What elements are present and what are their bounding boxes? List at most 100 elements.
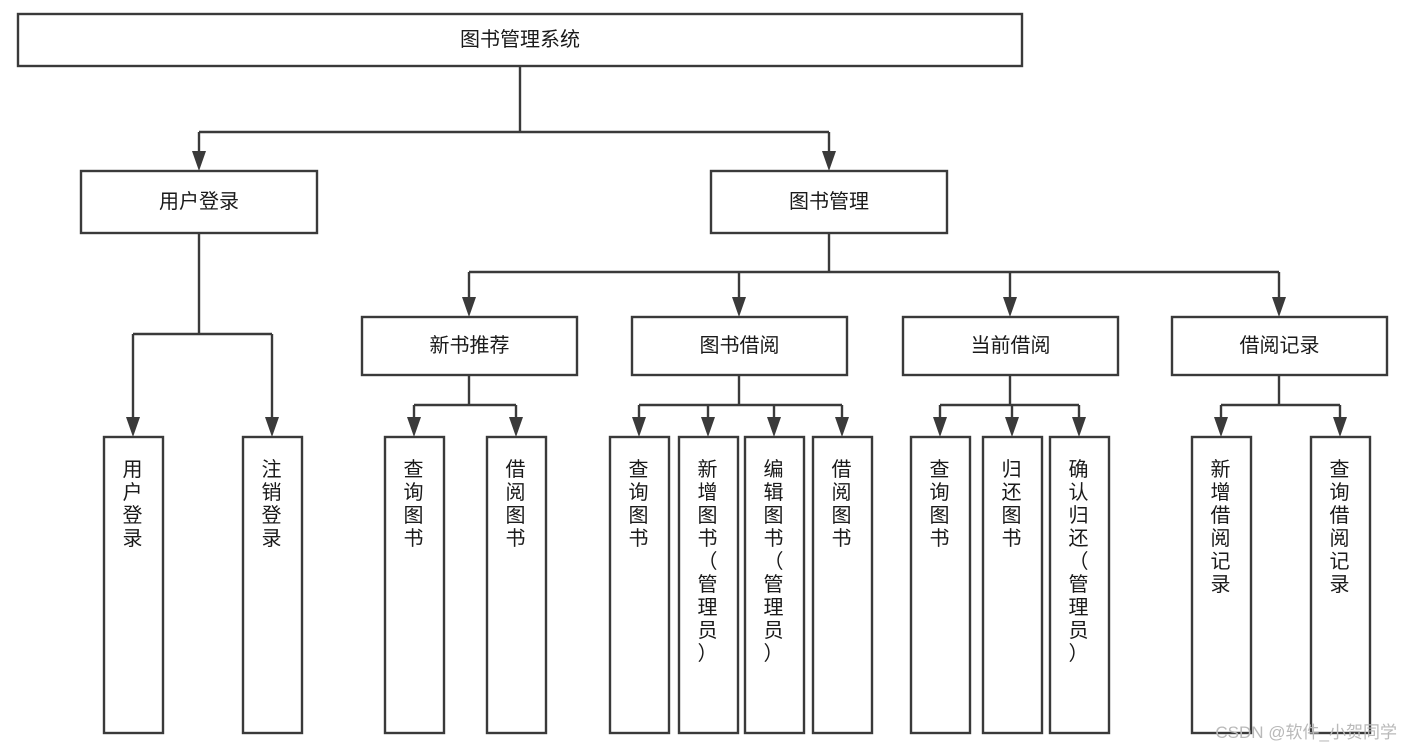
node-leaf-6-label-char: 管 [764, 573, 786, 596]
node-level2-1-label: 图书借阅 [700, 334, 780, 357]
node-leaf-7-label-char: 阅 [832, 481, 854, 504]
node-leaf-12-label-char: 录 [1330, 574, 1352, 596]
node-leaf-0-label-char: 户 [123, 481, 145, 504]
node-leaf-4-label-char: 图 [629, 505, 651, 527]
arrow-head-icon [835, 417, 849, 437]
node-leaf-4-label-char: 询 [629, 481, 651, 504]
node-leaf-1-label-char: 注 [262, 458, 284, 481]
node-leaf-11-label-char: 增 [1211, 481, 1233, 504]
node-leaf-2-box[interactable] [383, 435, 446, 735]
node-leaf-12-label-char: 询 [1330, 481, 1352, 504]
arrow-head-icon [767, 417, 781, 437]
node-leaf-2-label-char: 书 [404, 527, 426, 550]
node-leaf-7-label-char: 书 [832, 527, 854, 550]
arrow-head-icon [822, 151, 836, 171]
node-leaf-9-label-char: 书 [1002, 527, 1024, 550]
node-root-box[interactable] [16, 12, 1024, 68]
node-level2-3-box[interactable] [1170, 315, 1389, 377]
arrow-head-icon [1003, 297, 1017, 317]
arrow-head-icon [732, 297, 746, 317]
node-leaf-10-label-char: 理 [1069, 597, 1091, 619]
node-level2-1[interactable]: 图书借阅 [630, 315, 849, 377]
node-leaf-5-label-char: 图 [698, 505, 720, 527]
node-leaf-12-label-char: 借 [1330, 504, 1352, 527]
node-leaf-1-label-char: 销 [262, 481, 284, 504]
node-leaf-8-box[interactable] [909, 435, 972, 735]
node-leaf-6-label-char: 图 [764, 505, 786, 527]
node-level2-2[interactable]: 当前借阅 [901, 315, 1120, 377]
node-leaf-12-label-char: 记 [1330, 550, 1352, 573]
node-leaf-10-label-char: 归 [1069, 504, 1091, 527]
node-leaf-11-label-char: 阅 [1211, 527, 1233, 550]
node-leaf-5-label-char: 理 [698, 597, 720, 619]
node-level1-0[interactable]: 用户登录 [79, 169, 319, 235]
node-leaf-0-box[interactable] [102, 435, 165, 735]
node-root-label: 图书管理系统 [460, 28, 580, 51]
node-leaf-1-box[interactable] [241, 435, 304, 735]
node-level1-1-label: 图书管理 [789, 190, 869, 213]
node-leaf-4-label-char: 查 [629, 458, 651, 481]
node-level2-1-box[interactable] [630, 315, 849, 377]
node-leaf-10-label-char: 员 [1069, 620, 1091, 642]
node-leaf-7-label-char: 借 [832, 458, 854, 481]
node-level2-0[interactable]: 新书推荐 [360, 315, 579, 377]
node-leaf-6-label-char: 员 [764, 620, 786, 642]
node-leaf-12-box[interactable] [1309, 435, 1372, 735]
node-level2-2-box[interactable] [901, 315, 1120, 377]
node-level1-1[interactable]: 图书管理 [709, 169, 949, 235]
node-leaf-7-label-char: 图 [832, 505, 854, 527]
node-leaf-8-label-char: 查 [930, 458, 952, 481]
node-leaf-5-label-char: 员 [698, 620, 720, 642]
node-leaf-1-label-char: 登 [262, 504, 284, 527]
node-level2-2-label: 当前借阅 [971, 334, 1051, 357]
node-leaf-5-label-char: 增 [698, 481, 720, 504]
node-leaf-4-box[interactable] [608, 435, 671, 735]
node-leaf-6-box[interactable] [743, 435, 806, 735]
node-leaf-6-label-char: （ [764, 550, 786, 573]
node-leaf-8-label-char: 书 [930, 527, 952, 550]
node-leaf-7-box[interactable] [811, 435, 874, 735]
node-leaf-3-box[interactable] [485, 435, 548, 735]
node-leaf-9-label-char: 归 [1002, 458, 1024, 481]
node-leaf-8-label-char: 询 [930, 481, 952, 504]
arrow-head-icon [126, 417, 140, 437]
node-leaf-10-box[interactable] [1048, 435, 1111, 735]
node-leaf-11-label-char: 记 [1211, 550, 1233, 573]
node-leaf-11-label-char: 借 [1211, 504, 1233, 527]
arrow-head-icon [192, 151, 206, 171]
node-level1-1-box[interactable] [709, 169, 949, 235]
node-leaf-3-label-char: 阅 [506, 481, 528, 504]
node-level2-0-box[interactable] [360, 315, 579, 377]
arrow-head-icon [407, 417, 421, 437]
node-leaf-0-label-char: 登 [123, 504, 145, 527]
node-leaf-0[interactable]: 用户登录 [102, 435, 165, 735]
node-root[interactable]: 图书管理系统 [16, 12, 1024, 68]
node-leaf-11-box[interactable] [1190, 435, 1253, 735]
node-leaf-5-box[interactable] [677, 435, 740, 735]
node-leaf-4-label-char: 书 [629, 527, 651, 550]
node-leaf-0-label-char: 录 [123, 528, 145, 550]
arrow-head-icon [933, 417, 947, 437]
node-leaf-1-label-char: 录 [262, 528, 284, 550]
arrow-head-icon [265, 417, 279, 437]
node-leaf-9-box[interactable] [981, 435, 1044, 735]
node-leaf-6-label-char: 编 [764, 458, 786, 481]
node-level2-3[interactable]: 借阅记录 [1170, 315, 1389, 377]
arrow-head-icon [701, 417, 715, 437]
node-level1-0-box[interactable] [79, 169, 319, 235]
node-leaf-5-label-char: 管 [698, 573, 720, 596]
